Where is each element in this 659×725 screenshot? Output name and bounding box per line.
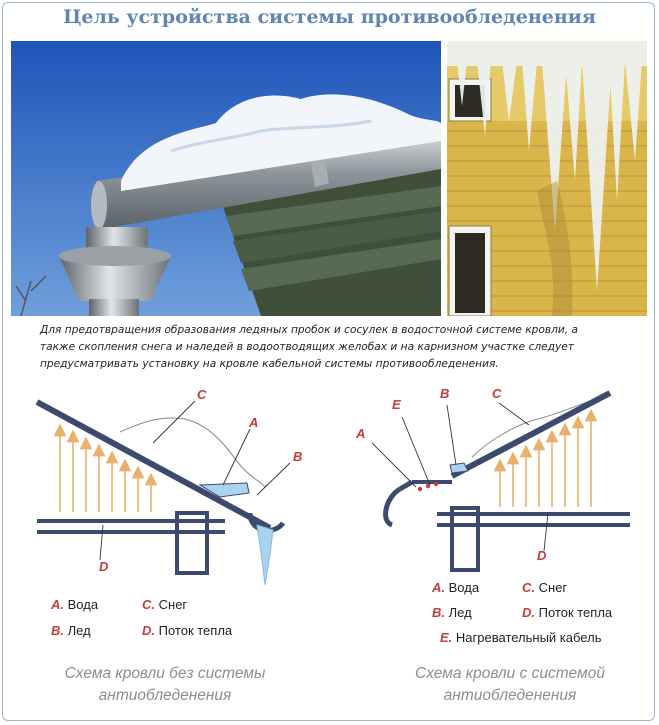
gutter-snow-photo bbox=[11, 41, 441, 316]
label-d: D bbox=[99, 559, 109, 574]
roof-diagram-with-system: A E B C D bbox=[356, 385, 642, 615]
caption-right-line-2: антиобледенения bbox=[443, 687, 577, 704]
label-b: B bbox=[293, 449, 303, 464]
label-b: B bbox=[440, 386, 450, 401]
caption-right: Схема кровли с системой антиобледенения bbox=[365, 663, 655, 707]
caption-left-line-2: антиобледенения bbox=[98, 687, 232, 704]
caption-left-line-1: Схема кровли без системы bbox=[64, 665, 266, 682]
legend-left-b: B. Лед bbox=[51, 623, 91, 638]
legend-left-d: D. Поток тепла bbox=[142, 623, 233, 638]
legend-right-a: A. Вода bbox=[432, 580, 480, 595]
label-e: E bbox=[392, 397, 401, 412]
legend-right-d: D. Поток тепла bbox=[522, 605, 613, 620]
intro-line-1: Для предотвращения образования ледяных п… bbox=[40, 324, 578, 336]
label-c: C bbox=[492, 386, 502, 401]
roof-diagram-without-system: C A B D bbox=[25, 385, 325, 615]
page-title: Цель устройства системы противообледенен… bbox=[63, 6, 596, 28]
intro-line-3: предусматривать установку на кровле кабе… bbox=[40, 358, 499, 370]
label-a: A bbox=[356, 426, 366, 441]
label-d: D bbox=[537, 548, 547, 563]
caption-left: Схема кровли без системы антиобледенения bbox=[20, 663, 310, 707]
label-c: C bbox=[197, 387, 207, 402]
caption-right-line-1: Схема кровли с системой bbox=[415, 665, 605, 682]
legend-right-e: E. Нагревательный кабель bbox=[440, 630, 602, 645]
legend-left-a: A. Вода bbox=[51, 597, 99, 612]
label-a: A bbox=[249, 415, 259, 430]
intro-line-2: также скопления снега и наледей в водоот… bbox=[40, 341, 574, 353]
intro-text: Для предотвращения образования ледяных п… bbox=[40, 322, 630, 373]
legend-right-c: C. Снег bbox=[522, 580, 568, 595]
icicles-photo bbox=[447, 41, 647, 316]
legend-left-c: C. Снег bbox=[142, 597, 188, 612]
legend-right-b: B. Лед bbox=[432, 605, 472, 620]
